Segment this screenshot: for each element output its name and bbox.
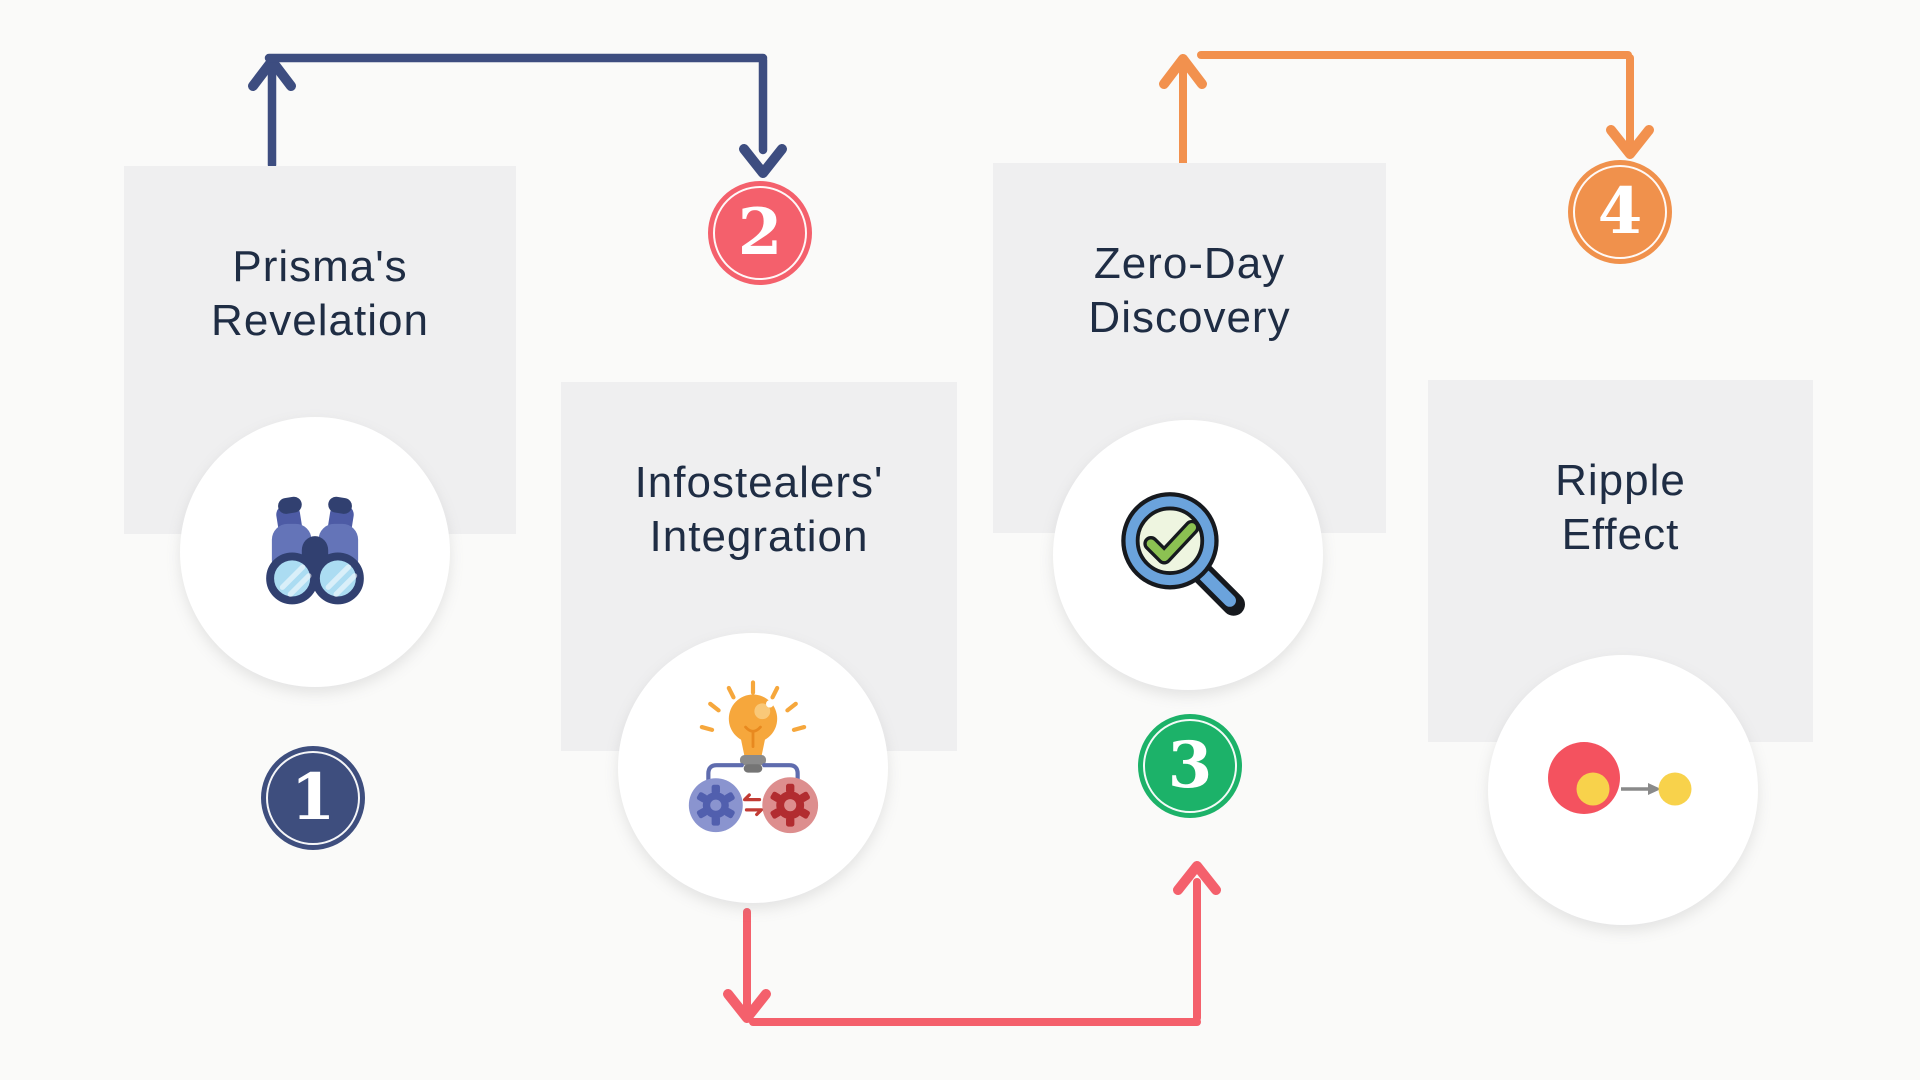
step-1-icon-circle [180, 417, 450, 687]
step-1-number: 1 [290, 760, 336, 835]
step-4-icon-circle [1488, 655, 1758, 925]
binoculars-icon [266, 496, 364, 605]
magnifier-check-icon [1121, 492, 1245, 616]
step-1-title: Prisma's Revelation [124, 166, 516, 348]
step-2-panel: Infostealers' Integration [561, 382, 957, 751]
step-3-title-line2: Discovery [1088, 293, 1291, 342]
connector-1-2 [248, 53, 787, 178]
badge-inner-ring [266, 751, 360, 845]
step-2-number-badge: 2 [708, 181, 812, 285]
step-3-icon-circle [1053, 420, 1323, 690]
step-1-number-badge: 1 [261, 746, 365, 850]
step-2-title-line1: Infostealers' [634, 458, 884, 507]
step-4-number-badge: 4 [1568, 160, 1672, 264]
badge-inner-ring [1573, 165, 1667, 259]
step-2-title-line2: Integration [649, 512, 869, 561]
step-3-number-badge: 3 [1138, 714, 1242, 818]
step-4-title-line2: Effect [1561, 510, 1680, 559]
gears-lightbulb-icon [688, 680, 819, 834]
step-4-number: 4 [1597, 174, 1643, 249]
step-1-title-line2: Revelation [211, 296, 429, 345]
step-2-number: 2 [737, 195, 783, 270]
badge-inner-ring [713, 186, 807, 280]
step-2-icon-circle [618, 633, 888, 903]
step-1-title-line1: Prisma's [232, 242, 408, 291]
step-3-number: 3 [1167, 728, 1213, 803]
step-4-title: Ripple Effect [1428, 380, 1813, 562]
step-4-title-line1: Ripple [1555, 456, 1686, 505]
ripple-circles-icon [1548, 742, 1692, 814]
connector-3-4 [1159, 51, 1654, 167]
step-3-title: Zero-Day Discovery [993, 163, 1386, 345]
badge-inner-ring [1143, 719, 1237, 813]
step-3-title-line1: Zero-Day [1093, 239, 1286, 288]
step-2-title: Infostealers' Integration [561, 382, 957, 564]
